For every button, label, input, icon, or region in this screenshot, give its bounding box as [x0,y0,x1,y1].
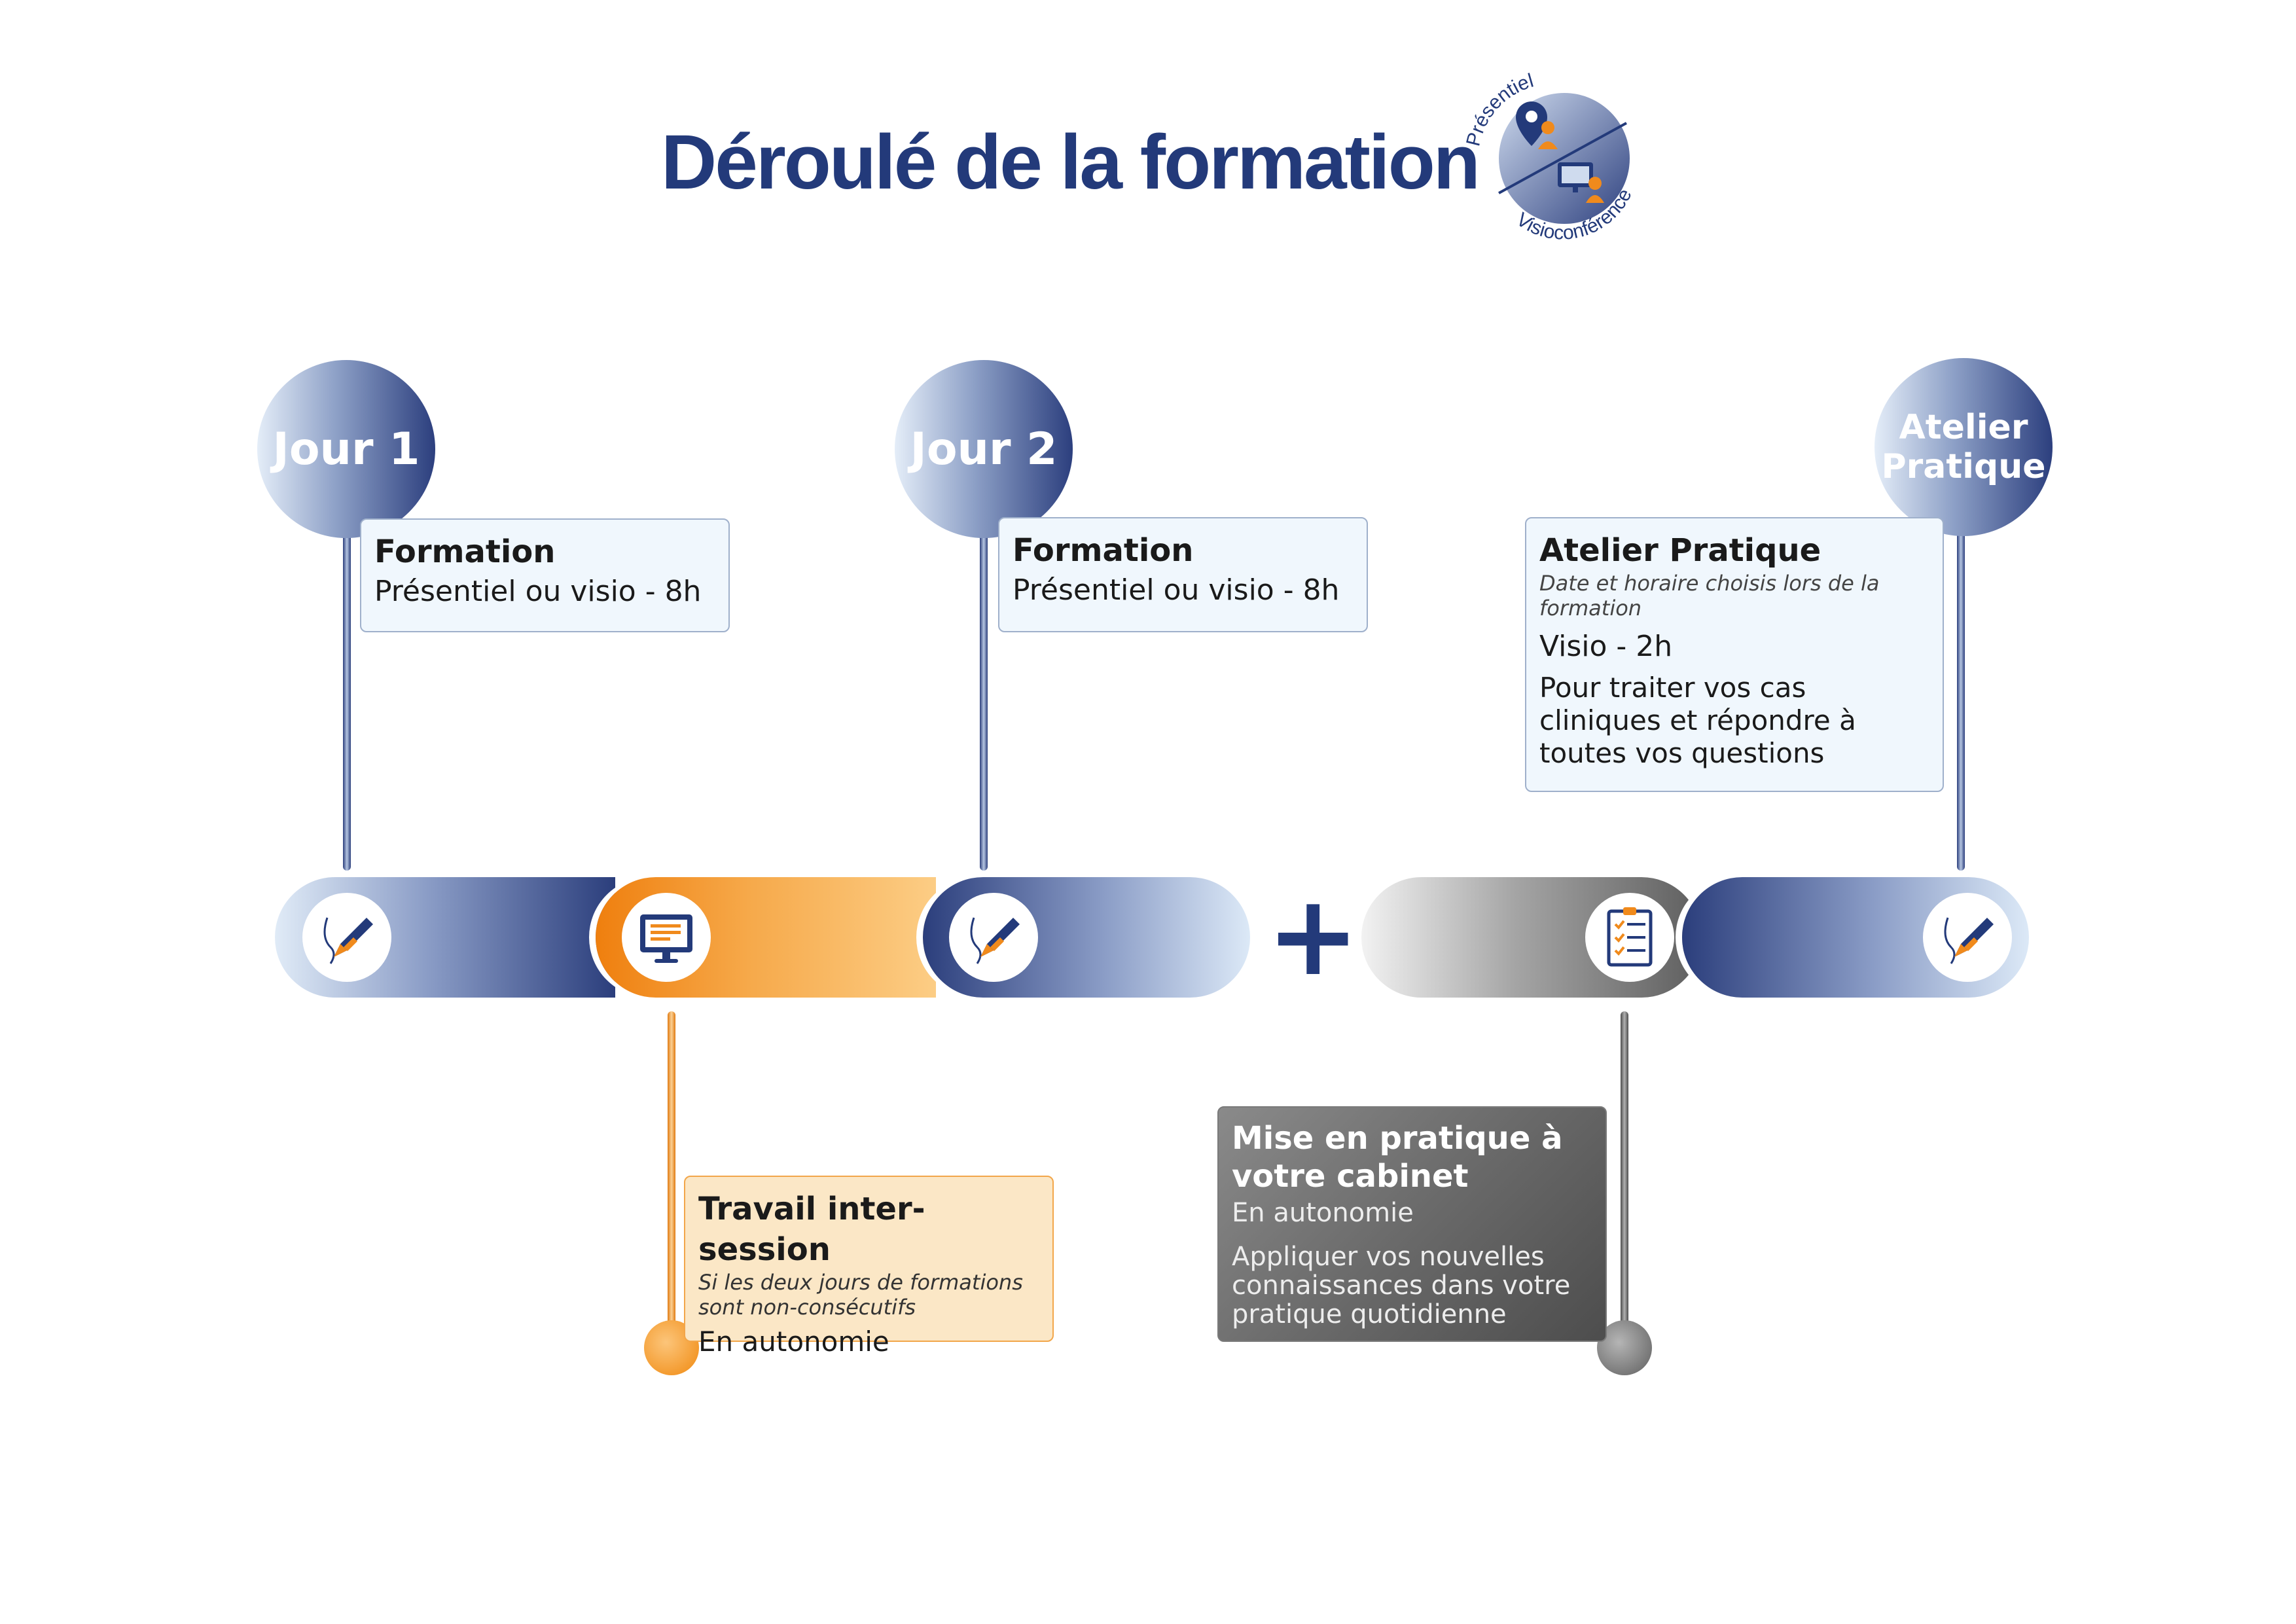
stem-day2 [980,497,988,871]
card-atelier-title: Atelier Pratique [1539,532,1821,569]
card-day1: Formation Présentiel ou visio - 8h [360,518,730,632]
step-circle-day1-label: Jour 1 [272,423,420,475]
card-day2-title: Formation [1013,532,1194,569]
timeline-node-atelier [1923,893,2012,982]
card-intersession-note: Si les deux jours de formations sont non… [698,1270,1023,1320]
location-pin-icon [1516,101,1558,149]
step-circle-atelier-line1: Atelier [1899,408,2028,447]
step-circle-day2: Jour 2 [895,360,1073,538]
card-intersession-title: Travail inter-session [698,1191,925,1268]
monitor-icon [640,914,692,963]
card-practice-title: Mise en pratique à votre cabinet [1232,1120,1563,1195]
step-circle-atelier-line2: Pratique [1881,447,2046,486]
card-day1-title: Formation [374,533,556,570]
card-atelier-desc: Pour traiter vos cas cliniques et répond… [1539,672,1856,769]
timeline-node-day1 [302,893,391,982]
timeline-node-intersession [622,893,711,982]
checklist-icon [1607,907,1653,967]
card-day2: Formation Présentiel ou visio - 8h [998,517,1368,632]
pen-icon [970,917,1020,964]
stem-day1 [343,497,351,871]
pen-icon [1944,917,1994,964]
card-practice-text: En autonomie [1232,1198,1414,1228]
card-intersession-text: En autonomie [698,1326,889,1358]
card-atelier-text: Visio - 2h [1539,630,1673,663]
step-circle-atelier: Atelier Pratique [1874,358,2053,536]
timeline-node-practice [1585,893,1674,982]
stem-atelier [1957,497,1965,871]
timeline-node-day2 [949,893,1038,982]
step-circle-day1: Jour 1 [257,360,435,538]
stem-intersession [668,1011,675,1339]
mode-badge-graphic: Présentiel Visioconférence [1462,70,1636,244]
card-atelier: Atelier Pratique Date et horaire choisis… [1525,517,1944,792]
step-circle-day2-label: Jour 2 [910,423,1058,475]
card-day2-text: Présentiel ou visio - 8h [1013,573,1340,607]
card-practice-desc: Appliquer vos nouvelles connaissances da… [1232,1242,1571,1329]
card-practice: Mise en pratique à votre cabinet En auto… [1217,1106,1607,1342]
page-title: Déroulé de la formation [661,119,1480,206]
video-call-icon [1558,162,1604,203]
card-intersession: Travail inter-session Si les deux jours … [684,1176,1054,1358]
mode-badge: Présentiel Visioconférence [1450,65,1659,262]
plus-sign: + [1266,871,1360,1001]
card-atelier-note: Date et horaire choisis lors de la forma… [1539,571,1880,621]
pen-icon [323,917,373,964]
card-day1-text: Présentiel ou visio - 8h [374,575,702,608]
stem-practice [1621,1011,1628,1339]
